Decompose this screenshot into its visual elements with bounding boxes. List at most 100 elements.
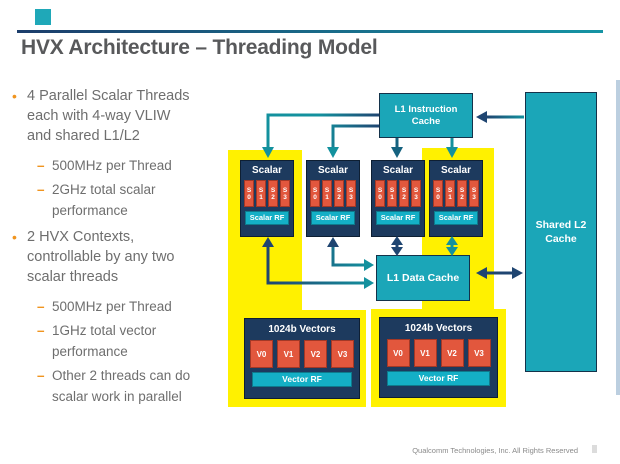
vector-reg: V2: [304, 340, 327, 368]
scalar-rf-bar: Scalar RF: [311, 211, 355, 225]
sub-bullet-text: 2GHz total scalar performance: [52, 179, 156, 221]
bullet-dot-icon: •: [12, 229, 17, 245]
slot-letter: S: [459, 186, 465, 194]
slot-digit: 3: [283, 193, 287, 201]
slot-letter: S: [282, 186, 288, 194]
slot-digit: 0: [313, 193, 317, 201]
sub-bullet-text: 500MHz per Thread: [52, 299, 172, 314]
slot-digit: 0: [378, 193, 382, 201]
dash-bullet-icon: –: [37, 323, 45, 338]
page-title: HVX Architecture – Threading Model: [21, 36, 378, 59]
vector-reg: V0: [386, 339, 410, 367]
bullet-list: • 4 Parallel Scalar Threads each with 4-…: [12, 86, 232, 410]
slot-digit: 2: [271, 193, 275, 201]
bullet-line: 2GHz total scalar: [52, 182, 156, 197]
slot-letter: S: [471, 186, 477, 194]
bullet-line: each with 4-way VLIW: [27, 108, 171, 124]
bullet-line: and shared L1/L2: [27, 128, 140, 144]
bullet-line: scalar work in parallel: [52, 389, 182, 404]
slot-letter: S: [258, 186, 264, 194]
bullet-item: • 2 HVX Contexts, controllable by any tw…: [12, 227, 232, 287]
bullet-item: • 4 Parallel Scalar Threads each with 4-…: [12, 86, 232, 146]
scalar-box-title: Scalar: [251, 165, 283, 176]
scalar-rf-bar: Scalar RF: [245, 211, 289, 225]
sub-bullet-item: – 2GHz total scalar performance: [37, 179, 232, 221]
vector-reg: V3: [331, 340, 354, 368]
sub-bullet-text: 500MHz per Thread: [52, 158, 172, 173]
slot-digit: 2: [337, 193, 341, 201]
slot-letter: S: [447, 186, 453, 194]
slot-digit: 3: [349, 193, 353, 201]
slot-letter: S: [336, 186, 342, 194]
vector-regs: V0 V1 V2 V3: [380, 339, 497, 367]
sub-bullet-item: – 500MHz per Thread: [37, 155, 232, 176]
dash-bullet-icon: –: [37, 158, 45, 173]
bullet-line: 2 HVX Contexts,: [27, 229, 135, 245]
bullet-line: performance: [52, 344, 128, 359]
l1-instruction-cache-box: L1 Instruction Cache: [379, 93, 473, 138]
vector-box-title: 1024b Vectors: [404, 323, 473, 334]
vector-regs: V0 V1 V2 V3: [245, 340, 359, 368]
dash-bullet-icon: –: [37, 182, 45, 197]
sub-bullet-text: 1GHz total vector performance: [52, 320, 156, 362]
slot-letter: S: [324, 186, 330, 194]
footer-copyright: Qualcomm Technologies, Inc. All Rights R…: [412, 446, 578, 455]
vector-unit-box-1: 1024b Vectors V0 V1 V2 V3 Vector RF: [244, 318, 360, 399]
bullet-line: 1GHz total vector: [52, 323, 157, 338]
vector-reg: V0: [250, 340, 273, 368]
slot-letter: S: [377, 186, 383, 194]
sub-bullet-item: – Other 2 threads can do scalar work in …: [37, 365, 232, 407]
vector-reg: V3: [467, 339, 491, 367]
bullet-line: 4 Parallel Scalar Threads: [27, 88, 190, 104]
scalar-box-title: Scalar: [317, 165, 349, 176]
bullet-line: controllable by any two: [27, 249, 175, 265]
slot-digit: 1: [259, 193, 263, 201]
slot-letter: S: [270, 186, 276, 194]
vector-reg: V1: [277, 340, 300, 368]
slot-digit: 3: [472, 193, 476, 201]
l1-data-cache-box: L1 Data Cache: [376, 255, 470, 301]
slot-letter: S: [435, 186, 441, 194]
vector-reg: V2: [440, 339, 464, 367]
vector-rf-bar: Vector RF: [387, 371, 490, 386]
right-edge-strip: [616, 80, 620, 395]
slot-letter: S: [413, 186, 419, 194]
slot-letter: S: [246, 186, 252, 194]
shared-l2-cache-box: Shared L2 Cache: [525, 92, 597, 372]
dash-bullet-icon: –: [37, 299, 45, 314]
l1-data-cache-label: L1 Data Cache: [386, 272, 460, 284]
slot-letter: S: [312, 186, 318, 194]
dash-bullet-icon: –: [37, 368, 45, 383]
sub-bullet-item: – 500MHz per Thread: [37, 296, 232, 317]
vector-reg: V1: [413, 339, 437, 367]
slot-digit: 0: [436, 193, 440, 201]
slot-digit: 2: [460, 193, 464, 201]
scalar-rf-bar: Scalar RF: [376, 211, 420, 225]
sub-bullet-text: Other 2 threads can do scalar work in pa…: [52, 365, 190, 407]
slot-letter: S: [348, 186, 354, 194]
scalar-box-title: Scalar: [440, 165, 472, 176]
sub-bullet-item: – 1GHz total vector performance: [37, 320, 232, 362]
slide-number-marker: [592, 445, 597, 453]
